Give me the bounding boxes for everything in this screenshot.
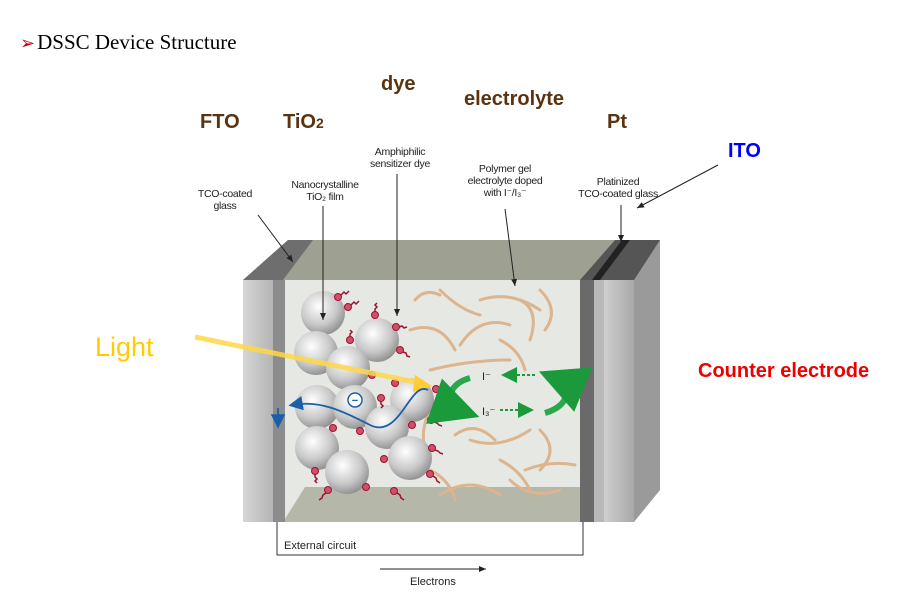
external-circuit-wire (276, 522, 584, 556)
tio2-sphere (355, 318, 399, 362)
label-ito: ITO (728, 140, 761, 162)
label-tio2-base: TiO (283, 111, 316, 133)
redox-left-arrow (426, 375, 480, 424)
label-tio2: TiO2 (283, 111, 324, 134)
caption-line: TCO-coated glass (578, 188, 658, 200)
tio2-sphere (295, 385, 339, 429)
cavity-floor (283, 487, 580, 522)
pt-electrode (580, 280, 594, 522)
caption-line: Amphiphilic (374, 146, 426, 158)
label-dye: dye (381, 73, 416, 95)
caption-line: TiO₂ film (306, 191, 344, 203)
pt-layer-top (592, 240, 630, 280)
label-counter-electrode: Counter electrode (698, 360, 870, 382)
tio2-sphere (388, 436, 432, 480)
caption-line: with I⁻/I₃⁻ (483, 187, 527, 199)
cell-top-face (243, 240, 660, 280)
arrowhead-bullet-icon: ➢ (20, 33, 36, 53)
tio2-nanoparticles (294, 291, 434, 494)
caption-line: electrolyte doped (467, 175, 543, 187)
caption-line: sensitizer dye (370, 158, 430, 170)
tco-glass-left (243, 280, 273, 522)
iodide-label: I⁻ (482, 371, 491, 383)
electron-path (288, 388, 429, 429)
caption-line: TCO-coated (197, 188, 253, 200)
counter-glass-side (634, 240, 660, 522)
label-light: Light (95, 332, 154, 362)
label-pt: Pt (607, 111, 627, 133)
fto-layer (273, 280, 285, 522)
label-tio2-sub: 2 (315, 115, 324, 131)
counter-glass (604, 280, 634, 522)
caption-line: Nanocrystalline (291, 179, 359, 191)
light-beam-arrowhead (413, 375, 432, 392)
electron-icon (347, 392, 363, 408)
slide-title: ➢DSSC Device Structure (20, 30, 237, 55)
label-electrolyte: electrolyte (464, 88, 565, 110)
fto-top (243, 240, 313, 280)
external-circuit-label: External circuit (284, 540, 356, 552)
slide-title-text: DSSC Device Structure (37, 30, 237, 54)
dye-molecules (311, 293, 440, 495)
redox-right-arrow (538, 367, 593, 416)
ito-layer (594, 280, 604, 522)
light-beam (194, 334, 421, 386)
triiodide-label: I₃⁻ (482, 406, 496, 418)
caption-line: Platinized (596, 176, 640, 188)
caption-line: glass (213, 200, 237, 212)
tio2-sphere (295, 426, 339, 470)
label-fto: FTO (200, 111, 240, 133)
electron-symbol: − (352, 395, 358, 407)
leader-lines (257, 164, 719, 320)
caption-line: Polymer gel (478, 163, 532, 175)
electrons-label: Electrons (410, 576, 456, 588)
tio2-sphere (325, 450, 369, 494)
